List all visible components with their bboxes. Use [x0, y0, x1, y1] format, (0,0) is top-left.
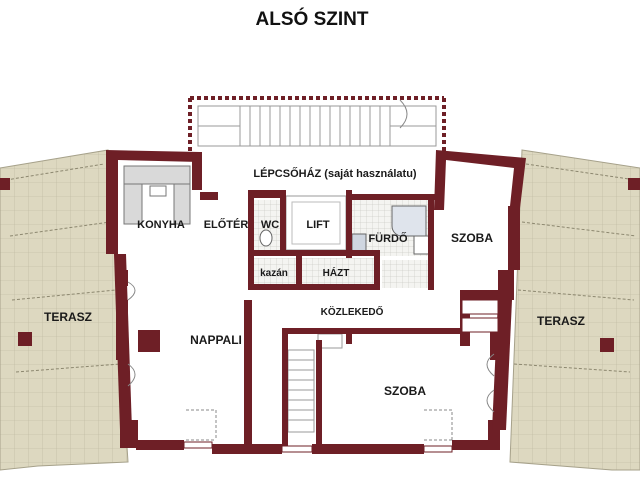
label-lift: LIFT: [306, 219, 329, 231]
label-corridor: KÖZLEKEDŐ: [321, 305, 384, 318]
wc-floor: [254, 200, 280, 254]
label-terrace-right: TERASZ: [537, 314, 585, 328]
kitchen-area: [122, 162, 194, 226]
bottom-stairs: [287, 333, 343, 433]
top-stair-enclosure: [188, 96, 446, 152]
bathroom-floor: [350, 200, 434, 256]
label-room-bottom: SZOBA: [384, 384, 426, 398]
label-kitchen: KONYHA: [137, 219, 185, 231]
label-hall: ELŐTÉR: [204, 218, 249, 231]
label-boiler: kazán: [260, 268, 288, 279]
label-terrace-left: TERASZ: [44, 310, 92, 324]
terrace-left: [0, 149, 129, 471]
label-room-right: SZOBA: [451, 231, 493, 245]
label-wc: WC: [261, 219, 279, 231]
door-swings: [127, 99, 495, 441]
windows: [183, 299, 499, 453]
page-title: ALSÓ SZINT: [256, 8, 369, 30]
label-bathroom: FÜRDŐ: [368, 232, 408, 245]
walls: [106, 150, 526, 454]
label-living: NAPPALI: [190, 333, 242, 347]
label-stairwell: LÉPCSŐHÁZ (saját használatu): [253, 167, 417, 180]
terrace-right: [509, 149, 640, 471]
boiler-utility-floor: [254, 258, 374, 284]
corridor-floor: [382, 260, 434, 288]
label-utility: HÁZT: [323, 266, 350, 279]
